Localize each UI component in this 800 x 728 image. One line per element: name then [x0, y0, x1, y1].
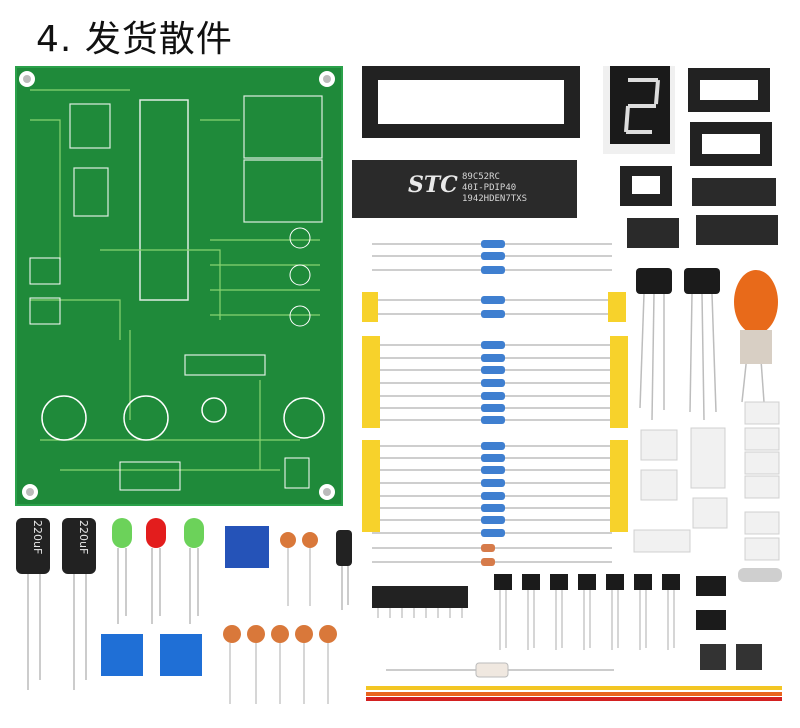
fuse	[386, 662, 614, 678]
pcb-holes	[19, 71, 335, 500]
bridge-rectifiers	[636, 268, 720, 294]
ceramic-capacitors	[223, 532, 337, 643]
tape-strips	[362, 292, 628, 532]
page-title: 4. 发货散件	[36, 10, 233, 62]
mcu-marking: 89C52RC 40I-PDIP40 1942HDEN7TXS	[462, 172, 527, 205]
mcu-marking-line1: 89C52RC	[462, 172, 500, 182]
leds	[112, 518, 204, 624]
ic-chip-c	[696, 215, 778, 245]
wires	[366, 686, 782, 701]
capacitor-label-left: 220uF	[31, 520, 44, 555]
small-transistors	[494, 574, 680, 590]
pcb-traces	[30, 89, 323, 471]
trimmer-potentiometer	[225, 526, 269, 568]
resistor-bodies	[481, 240, 505, 566]
mcu-marking-line3: 1942HDEN7TXS	[462, 194, 528, 204]
seven-segment-display	[603, 66, 675, 154]
resistor-rows	[372, 243, 612, 563]
incandescent-bulb	[734, 270, 778, 364]
ic-chip-b	[627, 218, 679, 248]
white-connectors	[633, 401, 780, 561]
terminal-blocks	[101, 634, 202, 676]
switches	[696, 576, 762, 670]
ic-socket-40pin	[362, 66, 580, 138]
mcu-marking-line2: 40I-PDIP40	[462, 183, 517, 193]
mcu-brand-label: STC	[408, 172, 458, 198]
title-number: 4.	[36, 19, 73, 60]
capacitor-label-right: 220uF	[77, 520, 90, 555]
mcu-chip	[352, 160, 577, 218]
crystal-oscillator	[738, 568, 782, 582]
title-text: 发货散件	[84, 19, 233, 60]
resistor-network	[372, 586, 468, 608]
ic-chip-a	[692, 178, 776, 206]
electrolytic-capacitors	[16, 518, 352, 690]
